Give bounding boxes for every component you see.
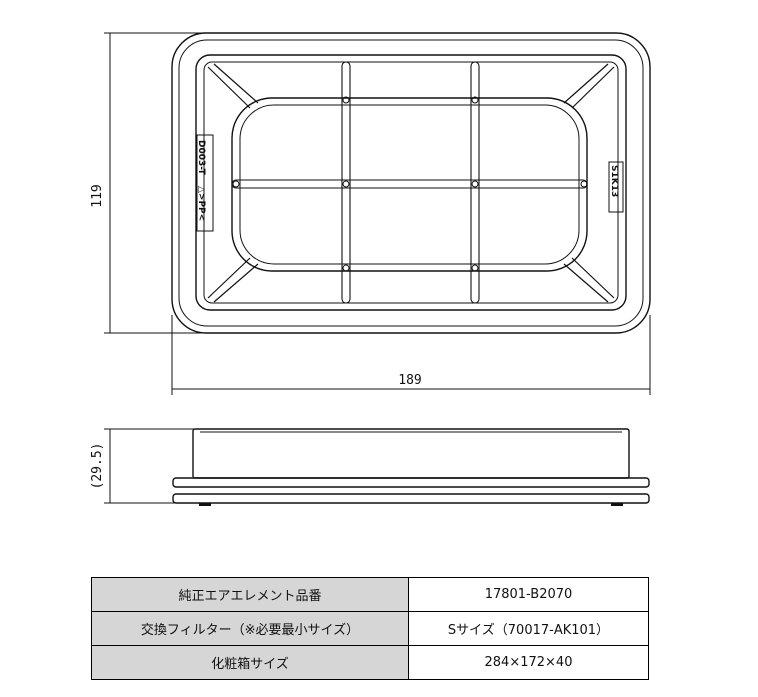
rib-vertical-left	[341, 61, 351, 304]
spec-label-replacement-filter: 交換フィルター（※必要最小サイズ）	[91, 611, 409, 646]
spec-label-box-size: 化粧箱サイズ	[91, 645, 409, 680]
spec-label-oem-part: 純正エアエレメント品番	[91, 577, 409, 612]
spec-table: 純正エアエレメント品番 17801-B2070 交換フィルター（※必要最小サイズ…	[91, 577, 649, 680]
side-flange-top	[172, 477, 650, 488]
top-view	[171, 32, 651, 334]
height-dimension	[104, 32, 206, 334]
outer-frame	[171, 32, 651, 334]
spec-value-box-size: 284×172×40	[408, 645, 649, 680]
side-upper-body	[192, 428, 630, 479]
left-label-material: △>PP<	[196, 186, 206, 221]
right-label-plate	[608, 161, 624, 213]
rib-horizontal	[231, 179, 588, 189]
spec-value-oem-part: 17801-B2070	[408, 577, 649, 612]
side-flange-bottom	[172, 493, 650, 504]
table-row: 交換フィルター（※必要最小サイズ） Sサイズ（70017-AK101）	[91, 611, 649, 646]
side-height-dim-value: (29.5)	[90, 443, 105, 490]
outer-frame-inner	[178, 39, 644, 327]
side-height-dimension	[104, 428, 200, 504]
inner-window	[231, 97, 588, 272]
width-dimension	[171, 315, 651, 395]
rib-vertical-right	[470, 61, 480, 304]
flange-ring	[195, 54, 627, 311]
right-label-code: S1K13	[609, 165, 619, 197]
left-label-code: D003-T	[196, 140, 206, 176]
inner-window-inner	[239, 104, 580, 265]
flange-ring-inner	[203, 61, 619, 304]
table-row: 化粧箱サイズ 284×172×40	[91, 645, 649, 680]
table-row: 純正エアエレメント品番 17801-B2070	[91, 577, 649, 612]
left-label-plate	[196, 134, 214, 232]
spec-value-replacement-filter: Sサイズ（70017-AK101）	[408, 611, 649, 646]
side-view	[172, 428, 650, 506]
width-dim-value: 189	[398, 373, 421, 388]
filter-drawing: D003-T △>PP< S1K13 119 189 (29.5)	[90, 32, 651, 506]
height-dim-value: 119	[90, 184, 105, 207]
